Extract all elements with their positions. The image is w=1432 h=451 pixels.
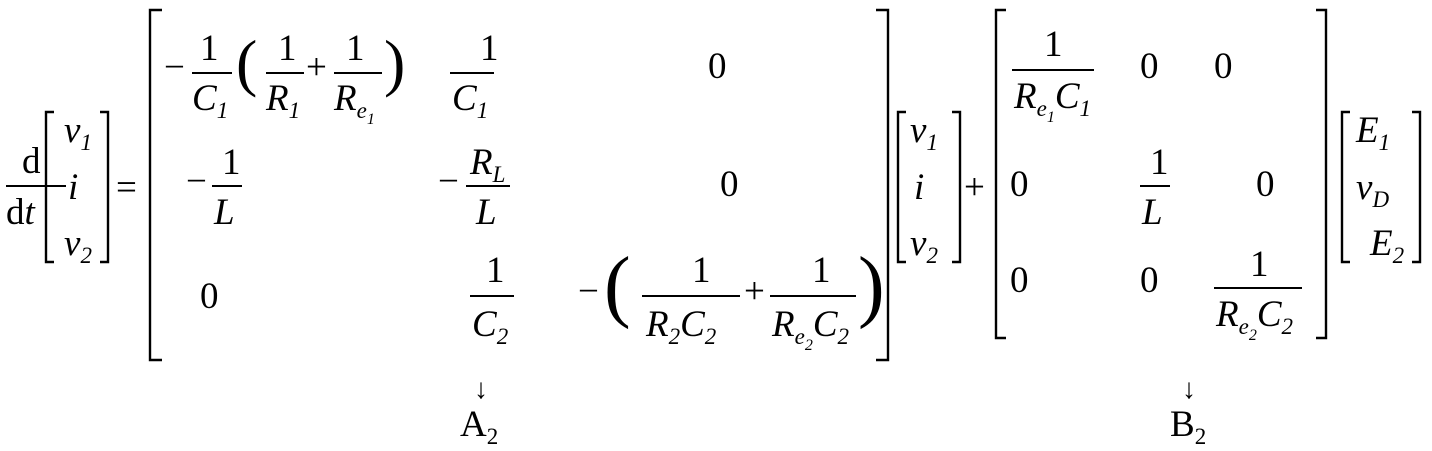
a22-entry: − RL L <box>438 142 510 233</box>
equals-sign: = <box>116 167 137 208</box>
a33-minus: − <box>578 271 599 312</box>
label-a2-arrow: ↓ <box>474 374 488 405</box>
b23-entry: 0 <box>1256 164 1275 205</box>
a21-entry: − 1 L <box>186 142 242 233</box>
b33-entry: 1 Re2C2 <box>1214 244 1302 344</box>
a23-entry: 0 <box>720 164 739 205</box>
state-v2-b: v2 <box>910 223 938 268</box>
a22-minus: − <box>438 161 459 202</box>
b22-entry: 1 L <box>1140 142 1170 233</box>
a11-one-b: 1 <box>278 28 297 69</box>
a12-one: 1 <box>480 28 499 69</box>
input-e2: E2 <box>1369 223 1404 268</box>
b22-one: 1 <box>1150 142 1169 183</box>
input-e1: E1 <box>1355 110 1390 155</box>
input-matrix-b2: 1 Re1C1 0 0 0 1 L 0 0 0 1 Re2C2 <box>994 8 1328 344</box>
label-b2: ↓ B2 <box>1170 374 1206 449</box>
a11-plus: + <box>306 47 327 88</box>
a11-one-c: 1 <box>346 28 365 69</box>
b12-entry: 0 <box>1140 46 1159 87</box>
a33-entry: − ( 1 R2C2 + 1 Re2C2 ) <box>578 242 885 354</box>
state-i: i <box>68 167 78 208</box>
b22-l: L <box>1141 192 1163 233</box>
b33-one: 1 <box>1250 244 1269 285</box>
a33-close-paren: ) <box>858 242 885 330</box>
a31-entry: 0 <box>200 276 219 317</box>
a33-r2c2: R2C2 <box>645 304 716 349</box>
input-vector: E1 vD E2 <box>1340 110 1422 268</box>
a11-entry: − 1 C1 ( 1 R1 + 1 Re1 ) <box>164 27 405 128</box>
a33-re2c2: Re2C2 <box>771 304 849 354</box>
input-vd: vD <box>1356 167 1389 212</box>
input-vector-right-bracket <box>1412 110 1422 264</box>
a12-c1: C1 <box>452 78 488 123</box>
b11-re1c1: Re1C1 <box>1013 76 1091 126</box>
input-vector-left-bracket <box>1340 110 1350 264</box>
state-i-b: i <box>914 167 924 208</box>
a11-open-paren: ( <box>236 27 257 98</box>
matrix-a-left-bracket <box>148 8 162 362</box>
plus-sign: + <box>964 167 985 208</box>
a11-r1: R1 <box>265 78 300 123</box>
a13-entry: 0 <box>708 46 727 87</box>
a22-l: L <box>475 192 497 233</box>
label-a2: ↓ A2 <box>460 374 498 449</box>
right-bracket <box>100 110 110 264</box>
b13-entry: 0 <box>1214 46 1233 87</box>
b32-entry: 0 <box>1140 260 1159 301</box>
state-matrix-a2: − 1 C1 ( 1 R1 + 1 Re1 ) 1 C1 0 − 1 L <box>148 8 890 362</box>
a11-one: 1 <box>200 28 219 69</box>
derivative-numerator: d <box>22 141 41 182</box>
label-b2-arrow: ↓ <box>1182 374 1196 405</box>
a11-minus: − <box>164 47 185 88</box>
a33-one-a: 1 <box>692 250 711 291</box>
b31-entry: 0 <box>1010 260 1029 301</box>
state-vector-right-bracket <box>952 110 962 264</box>
a22-rl: RL <box>469 142 505 187</box>
a33-one-b: 1 <box>812 250 831 291</box>
a32-entry: 1 C2 <box>470 250 514 349</box>
state-v2: v2 <box>64 223 92 268</box>
a32-c2: C2 <box>472 304 508 349</box>
a11-close-paren: ) <box>384 27 405 98</box>
a21-minus: − <box>186 161 207 202</box>
b11-one: 1 <box>1044 24 1063 65</box>
b33-re2c2: Re2C2 <box>1215 294 1293 344</box>
label-b2-text: B2 <box>1170 404 1206 449</box>
a33-plus: + <box>744 271 765 312</box>
label-a2-text: A2 <box>460 404 498 449</box>
a12-entry: 1 C1 <box>450 28 499 123</box>
matrix-b-right-bracket <box>1316 8 1328 340</box>
b11-entry: 1 Re1C1 <box>1012 24 1094 126</box>
state-vector-left-bracket <box>896 110 906 264</box>
a21-one: 1 <box>222 142 241 183</box>
state-v1-b: v1 <box>910 110 938 155</box>
state-v1: v1 <box>64 110 92 155</box>
matrix-a-right-bracket <box>876 8 890 362</box>
state-vector-right: v1 i v2 <box>896 110 962 268</box>
a11-c1: C1 <box>192 78 228 123</box>
a11-re1: Re1 <box>333 78 375 128</box>
derivative-denominator: dt <box>6 192 37 233</box>
a32-one: 1 <box>486 250 505 291</box>
b21-entry: 0 <box>1010 164 1029 205</box>
a33-open-paren: ( <box>604 242 631 330</box>
matrix-b-left-bracket <box>994 8 1006 340</box>
a21-l: L <box>213 192 235 233</box>
derivative-operator: d dt <box>6 141 66 233</box>
left-bracket <box>44 110 54 264</box>
state-vector-left: v1 i v2 <box>44 110 110 268</box>
